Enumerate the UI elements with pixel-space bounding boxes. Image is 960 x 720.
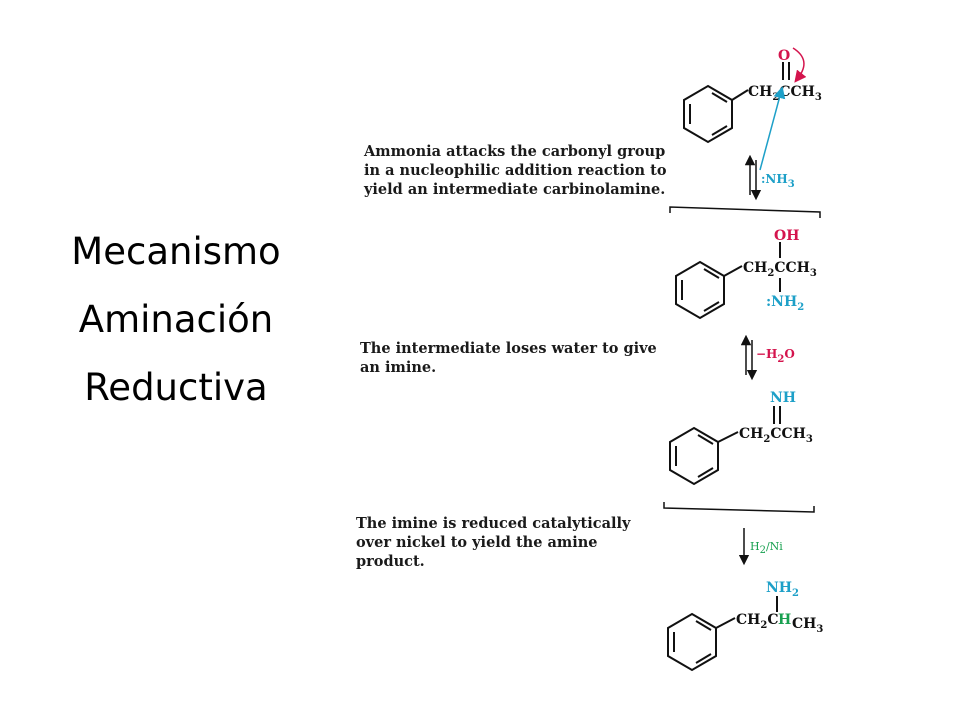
step-3-description: The imine is reduced catalytically over … bbox=[356, 514, 630, 571]
bracket-bottom bbox=[663, 502, 815, 513]
carbinolamine-hydroxyl: OH bbox=[774, 228, 799, 244]
nucleophilic-attack-arrow-icon bbox=[759, 86, 786, 171]
title-line-2: Aminación bbox=[78, 298, 274, 341]
amine-structure: NH2 CH2C H CH3 bbox=[667, 580, 823, 672]
benzene-ring-icon bbox=[667, 612, 717, 672]
equilibrium-arrow-icon bbox=[740, 334, 758, 381]
step-2-line-1: The intermediate loses water to give bbox=[360, 340, 657, 357]
imine-structure: NH CH2CCH3 bbox=[669, 390, 813, 486]
water-loss-reagent: −H2O bbox=[756, 347, 795, 365]
slide-title: Mecanismo Aminación Reductiva bbox=[40, 218, 312, 422]
carbinolamine-chain: CH2CCH3 bbox=[743, 260, 817, 279]
amine-nitrogen: NH2 bbox=[766, 580, 799, 599]
benzene-ring-icon bbox=[669, 426, 719, 486]
imine-nitrogen: NH bbox=[770, 390, 796, 406]
carbinolamine-structure: OH CH2CCH3 :NH2 bbox=[675, 228, 817, 320]
amine-added-hydrogen: H bbox=[778, 612, 791, 628]
benzene-ring-icon bbox=[683, 84, 733, 144]
step-3-line-2: over nickel to yield the amine bbox=[356, 534, 598, 551]
hydrogenation-reagent: H2/Ni bbox=[750, 540, 783, 556]
electron-push-arrow-icon bbox=[792, 47, 807, 83]
carbinolamine-amine: :NH2 bbox=[766, 294, 804, 313]
step-1-line-1: Ammonia attacks the carbonyl group bbox=[364, 143, 666, 160]
benzene-ring-icon bbox=[675, 260, 725, 320]
imine-chain: CH2CCH3 bbox=[739, 426, 813, 445]
title-line-1: Mecanismo bbox=[71, 230, 281, 273]
ketone-structure: O CH2CCH3 bbox=[683, 47, 822, 171]
step-1-description: Ammonia attacks the carbonyl group in a … bbox=[364, 142, 667, 199]
step-1-line-2: in a nucleophilic addition reaction to bbox=[364, 162, 667, 179]
ketone-chain: CH2CCH3 bbox=[748, 84, 822, 103]
step-1-line-3: yield an intermediate carbinolamine. bbox=[364, 181, 666, 198]
ammonia-reagent: :NH3 bbox=[761, 172, 795, 190]
bracket-top bbox=[669, 206, 821, 218]
amine-methyl: CH3 bbox=[792, 616, 823, 635]
ketone-oxygen: O bbox=[778, 48, 790, 64]
title-line-3: Reductiva bbox=[84, 366, 268, 409]
step-3-line-3: product. bbox=[356, 553, 425, 570]
equilibrium-arrow-icon bbox=[744, 154, 762, 201]
amine-chain: CH2C bbox=[736, 612, 779, 631]
step-2-line-2: an imine. bbox=[360, 359, 437, 376]
step-2-description: The intermediate loses water to give an … bbox=[360, 339, 657, 377]
step-3-line-1: The imine is reduced catalytically bbox=[356, 515, 631, 532]
